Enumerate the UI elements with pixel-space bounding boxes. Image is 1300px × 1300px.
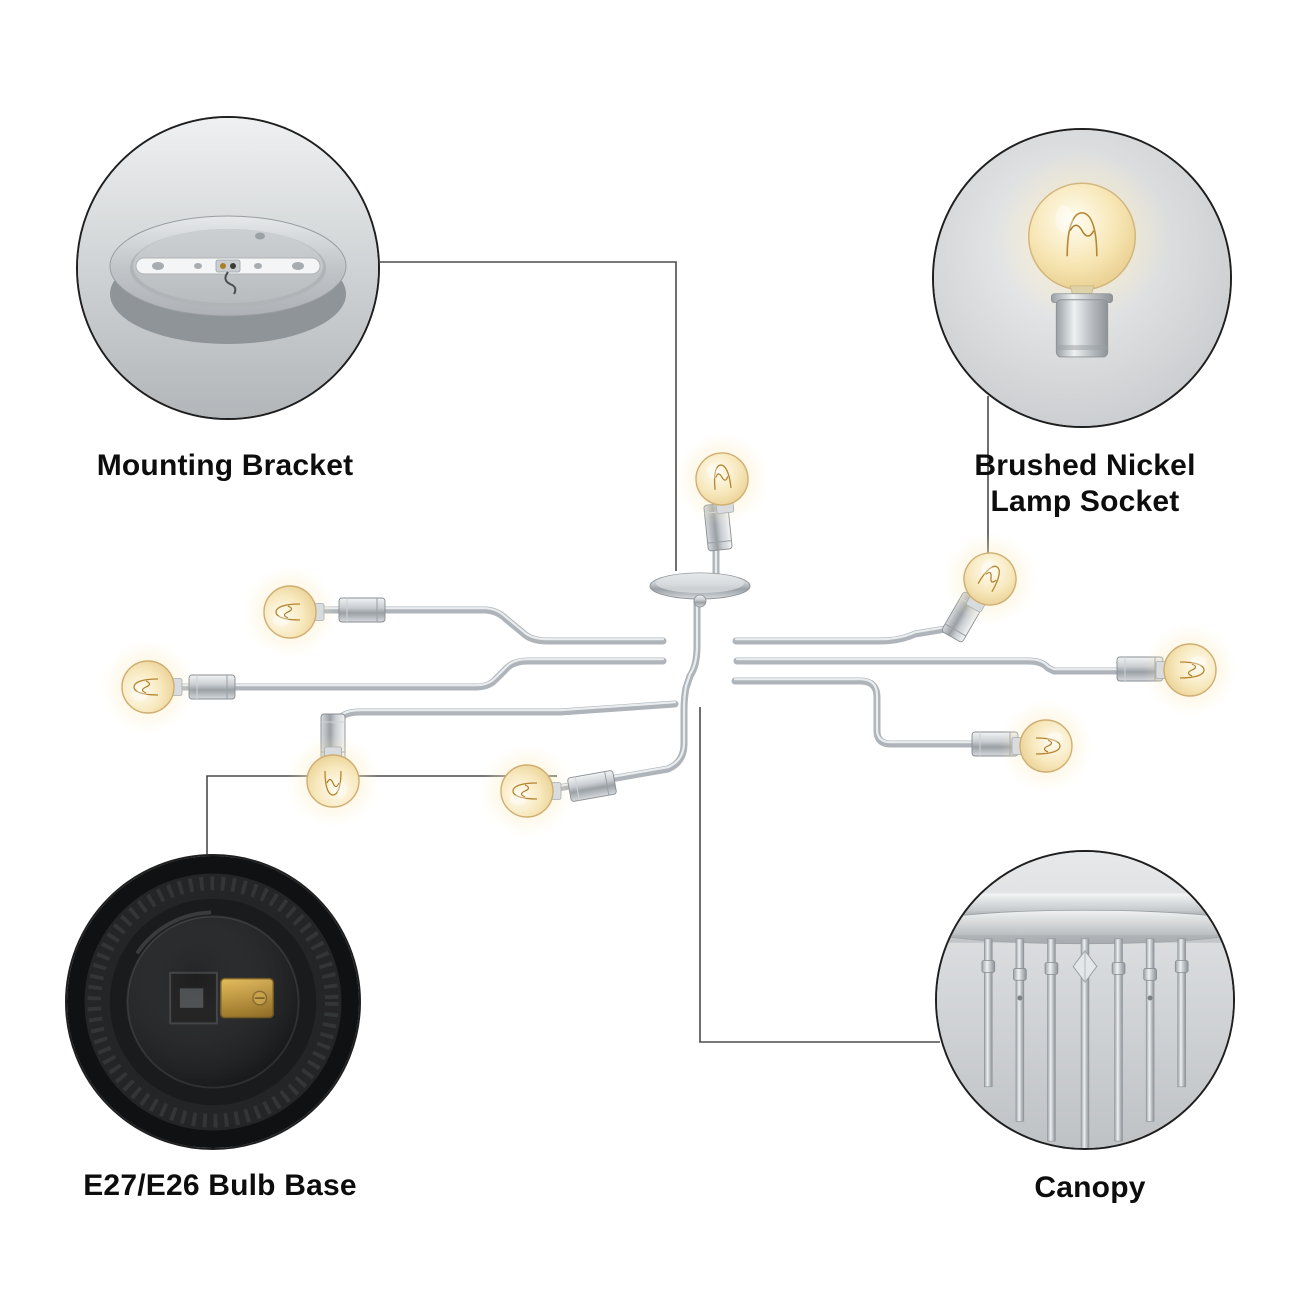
- lamp-socket-photo: [932, 128, 1232, 428]
- connector-mounting-bracket: [380, 261, 677, 571]
- lamp-socket-label: Brushed Nickel Lamp Socket: [930, 448, 1240, 520]
- bulb-base-image: [67, 856, 359, 1148]
- mounting-bracket-label: Mounting Bracket: [96, 449, 354, 482]
- connector-lines: [206, 261, 989, 1043]
- lamp-socket-image: [934, 130, 1230, 426]
- mounting-bracket-photo: [76, 116, 380, 420]
- connector-bulb-base: [206, 775, 557, 854]
- bulb-base-photo: [65, 854, 361, 1150]
- lamp-illustration: [101, 427, 1237, 838]
- lamp-socket-label-line2: Lamp Socket: [990, 485, 1180, 518]
- canopy-photo: [935, 850, 1235, 1150]
- canopy-label: Canopy: [1034, 1171, 1146, 1204]
- mounting-bracket-image: [78, 118, 378, 418]
- canopy-image: [937, 852, 1233, 1148]
- bulb-base-label: E27/E26 Bulb Base: [83, 1169, 357, 1202]
- lamp-canopy: [649, 572, 751, 608]
- lamp-socket-label-line1: Brushed Nickel: [974, 449, 1196, 482]
- connector-canopy: [699, 707, 940, 1043]
